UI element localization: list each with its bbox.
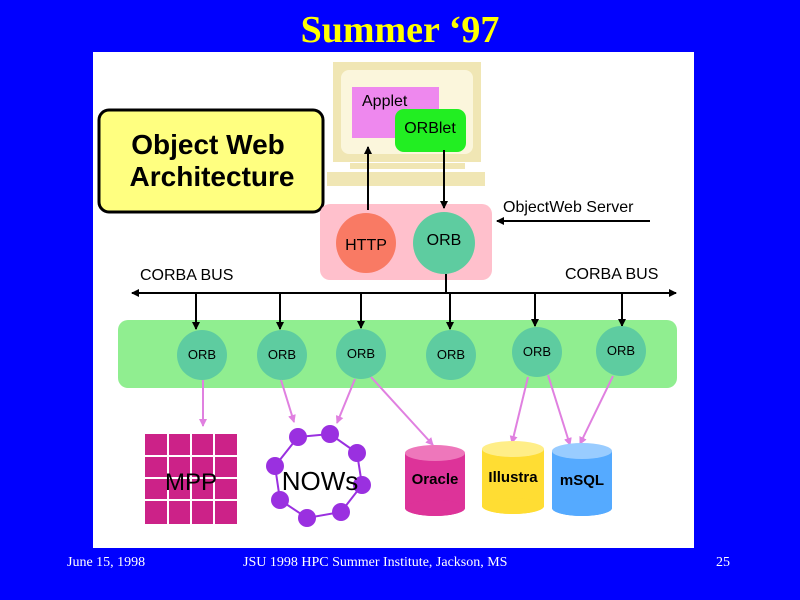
bus-orb-2: ORB [257,330,307,380]
orblet-box: ORBlet [395,109,466,152]
corba-bus-label-left: CORBA BUS [140,267,233,284]
svg-text:Oracle: Oracle [412,471,459,488]
heading-line-2: Architecture [130,161,295,192]
http-label: HTTP [345,237,387,254]
page-number: 25 [716,555,730,570]
http-node [336,213,396,273]
footer-date: June 15, 1998 [67,555,146,570]
corba-bus-label-right: CORBA BUS [565,266,658,283]
heading-box: Object Web Architecture [97,108,325,214]
svg-text:ORB: ORB [347,346,375,361]
server-orb-label: ORB [427,232,462,249]
bus-orb-4: ORB [426,330,476,380]
mpp-label: MPP [165,469,217,496]
bus-orb-6: ORB [596,326,646,376]
bus-drop-arrows [192,293,626,330]
applet-label: Applet [362,93,408,110]
heading-line-1: Object Web [131,129,285,160]
svg-text:ORB: ORB [607,343,635,358]
svg-text:ORB: ORB [188,347,216,362]
resource-arrows [199,374,614,446]
objectweb-server-label: ObjectWeb Server [503,199,634,216]
db-illustra: Illustra [482,441,544,514]
svg-text:Illustra: Illustra [488,469,538,486]
svg-text:ORB: ORB [523,344,551,359]
svg-text:mSQL: mSQL [560,472,604,489]
footer-event: JSU 1998 HPC Summer Institute, Jackson, … [243,555,508,570]
bus-orb-1: ORB [177,330,227,380]
nows-ring: NOWs [266,425,371,527]
orblet-label: ORBlet [404,120,456,137]
nows-label: NOWs [282,466,359,496]
mpp-grid: MPP [145,434,237,524]
db-oracle: Oracle [405,445,465,516]
svg-text:ORB: ORB [268,347,296,362]
bus-orb-3: ORB [336,329,386,379]
slide-title: Summer ‘97 [300,9,500,51]
bus-orb-5: ORB [512,327,562,377]
db-msql: mSQL [552,443,612,516]
server-orb-node [413,212,475,274]
svg-text:ORB: ORB [437,347,465,362]
